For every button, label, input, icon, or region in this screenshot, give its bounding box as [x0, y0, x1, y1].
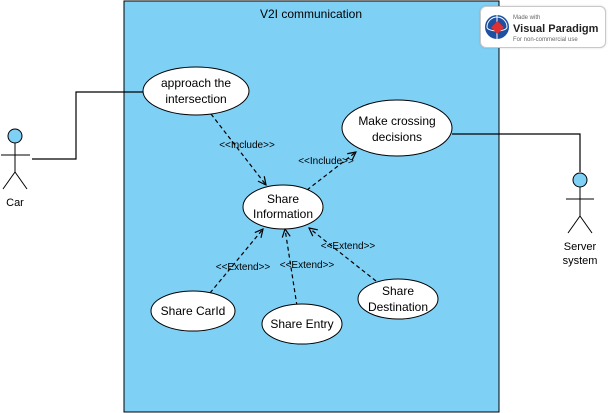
use-case-share-destination-line2: Destination	[368, 300, 428, 314]
actor-car-label: Car	[6, 197, 24, 209]
use-case-approach-line1: approach the	[161, 76, 231, 90]
use-case-decisions-line1: Make crossing	[358, 114, 435, 128]
watermark-made-with: Made with	[513, 15, 540, 21]
watermark-brand: Visual Paradigm	[513, 23, 599, 35]
watermark-note: For non-commercial use	[513, 37, 578, 43]
extend-label-1: <<Extend>>	[216, 262, 271, 273]
actor-car-head	[7, 128, 23, 144]
actor-car[interactable]: Car	[1, 128, 30, 209]
extend-destination-shareinfo[interactable]	[309, 228, 377, 282]
visual-paradigm-logo-icon	[485, 15, 509, 39]
actor-server-label-line1: Server	[564, 241, 597, 253]
use-case-share-entry-label: Share Entry	[270, 317, 333, 331]
use-case-share-destination[interactable]: Share Destination	[357, 278, 439, 320]
use-case-decisions-line2: decisions	[372, 130, 422, 144]
include-shareinfo-decisions[interactable]	[306, 152, 356, 191]
include-label-2: <<Include>>	[298, 156, 354, 167]
use-case-share-destination-line1: Share	[382, 284, 414, 298]
use-case-share-information[interactable]: Share Information	[242, 184, 324, 230]
use-case-share-entry[interactable]: Share Entry	[261, 303, 343, 345]
actor-server-label-line2: system	[563, 255, 598, 267]
system-title: V2I communication	[260, 7, 362, 21]
actor-server-system[interactable]: Server system	[563, 172, 598, 267]
actor-server-head	[572, 172, 588, 188]
extend-entry-shareinfo[interactable]	[285, 229, 298, 307]
include-label-1: <<Include>>	[219, 140, 275, 151]
use-case-share-info-line1: Share	[267, 192, 299, 206]
use-case-share-carid[interactable]: Share CarId	[150, 290, 236, 332]
association-decisions-server[interactable]	[452, 133, 581, 172]
use-case-share-carid-label: Share CarId	[161, 304, 226, 318]
association-car-approach[interactable]	[32, 91, 143, 160]
extend-label-3: <<Extend>>	[321, 241, 376, 252]
use-case-make-crossing-decisions[interactable]: Make crossing decisions	[341, 99, 453, 157]
visual-paradigm-watermark: Made with Visual Paradigm For non-commer…	[480, 6, 606, 48]
use-case-approach-line2: intersection	[165, 92, 226, 106]
use-case-approach-intersection[interactable]: approach the intersection	[142, 66, 250, 116]
include-approach-shareinfo[interactable]	[210, 113, 266, 185]
use-case-share-info-line2: Information	[253, 207, 313, 221]
extend-label-2: <<Extend>>	[280, 260, 335, 271]
